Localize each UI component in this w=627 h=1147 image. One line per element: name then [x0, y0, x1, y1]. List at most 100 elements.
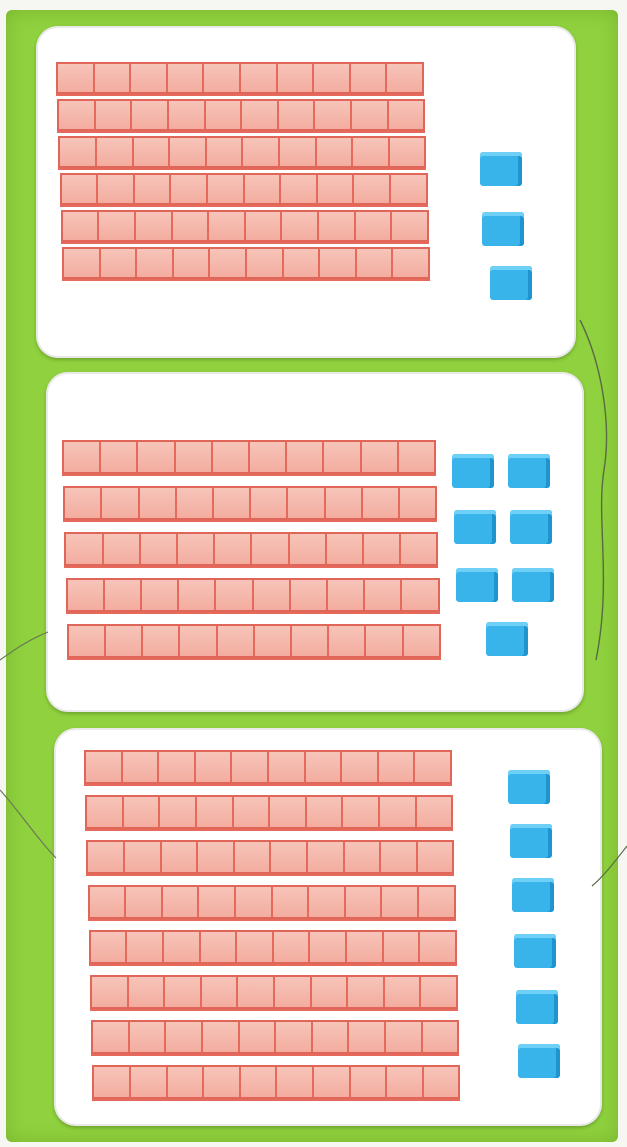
rod-unit: [287, 442, 324, 472]
unit-cube: [508, 770, 550, 804]
rod-unit: [365, 580, 402, 610]
unit-cube: [516, 990, 558, 1024]
unit-cube: [486, 622, 528, 656]
rod-unit: [168, 1067, 205, 1097]
rod-unit: [392, 212, 427, 240]
rod-unit: [68, 580, 105, 610]
rod-unit: [126, 887, 163, 917]
rod-unit: [415, 752, 450, 782]
rod-unit: [142, 580, 179, 610]
rod-unit: [271, 842, 308, 872]
rod-unit: [275, 977, 312, 1007]
rod-unit: [277, 1067, 314, 1097]
ten-rod: [84, 750, 452, 784]
ten-rod: [66, 578, 440, 612]
rod-unit: [180, 626, 217, 656]
rod-unit: [255, 626, 292, 656]
rod-unit: [351, 1067, 388, 1097]
rod-unit: [356, 212, 393, 240]
rod-unit: [173, 212, 210, 240]
rod-unit: [270, 797, 307, 827]
rod-unit: [328, 580, 365, 610]
rod-unit: [130, 1022, 167, 1052]
rod-unit: [102, 488, 139, 518]
ten-rod: [89, 930, 457, 964]
ten-rod: [61, 210, 429, 242]
rod-unit: [93, 1022, 130, 1052]
rod-unit: [315, 101, 352, 129]
rod-unit: [314, 64, 351, 92]
unit-cube: [454, 510, 496, 544]
unit-cube: [512, 568, 554, 602]
rod-unit: [318, 175, 355, 203]
rod-unit: [366, 626, 403, 656]
rod-unit: [319, 212, 356, 240]
rod-unit: [402, 580, 437, 610]
rod-unit: [131, 1067, 168, 1097]
rod-unit: [63, 212, 100, 240]
rod-unit: [306, 752, 343, 782]
rod-unit: [243, 138, 280, 166]
rod-unit: [140, 488, 177, 518]
rod-unit: [88, 842, 125, 872]
rod-unit: [354, 175, 391, 203]
rod-unit: [98, 175, 135, 203]
rod-unit: [423, 1022, 458, 1052]
rod-unit: [364, 534, 401, 564]
rod-unit: [127, 932, 164, 962]
unit-cube: [510, 824, 552, 858]
rod-unit: [393, 249, 428, 277]
rod-unit: [101, 442, 138, 472]
rod-unit: [273, 887, 310, 917]
rod-unit: [312, 977, 349, 1007]
rod-unit: [389, 101, 424, 129]
rod-unit: [391, 175, 426, 203]
rod-unit: [313, 1022, 350, 1052]
rod-unit: [90, 887, 127, 917]
rod-unit: [166, 1022, 203, 1052]
rod-unit: [288, 488, 325, 518]
rod-unit: [92, 977, 129, 1007]
rod-unit: [197, 797, 234, 827]
rod-unit: [95, 64, 132, 92]
rod-unit: [206, 101, 243, 129]
rod-unit: [196, 752, 233, 782]
unit-cube: [510, 510, 552, 544]
rod-unit: [99, 212, 136, 240]
rod-unit: [198, 842, 235, 872]
rod-unit: [281, 175, 318, 203]
rod-unit: [276, 1022, 313, 1052]
rod-unit: [60, 138, 97, 166]
rod-unit: [218, 626, 255, 656]
unit-cube: [514, 934, 556, 968]
rod-unit: [105, 580, 142, 610]
rod-unit: [86, 752, 123, 782]
rod-unit: [123, 752, 160, 782]
rod-unit: [307, 797, 344, 827]
unit-cube: [490, 266, 532, 300]
rod-unit: [204, 64, 241, 92]
rod-unit: [241, 1067, 278, 1097]
rod-unit: [162, 842, 199, 872]
rod-unit: [417, 797, 452, 827]
panel-3: [54, 728, 602, 1126]
rod-unit: [235, 842, 272, 872]
rod-unit: [362, 442, 399, 472]
rod-unit: [87, 797, 124, 827]
rod-unit: [241, 64, 278, 92]
rod-unit: [399, 442, 434, 472]
rod-unit: [164, 932, 201, 962]
panel-1: [36, 26, 576, 358]
rod-unit: [279, 101, 316, 129]
rod-unit: [404, 626, 439, 656]
rod-unit: [129, 977, 166, 1007]
ten-rod: [67, 624, 441, 658]
rod-unit: [320, 249, 357, 277]
rod-unit: [348, 977, 385, 1007]
rod-unit: [291, 580, 328, 610]
rod-unit: [310, 932, 347, 962]
rod-unit: [170, 138, 207, 166]
rod-unit: [209, 212, 246, 240]
rod-unit: [314, 1067, 351, 1097]
